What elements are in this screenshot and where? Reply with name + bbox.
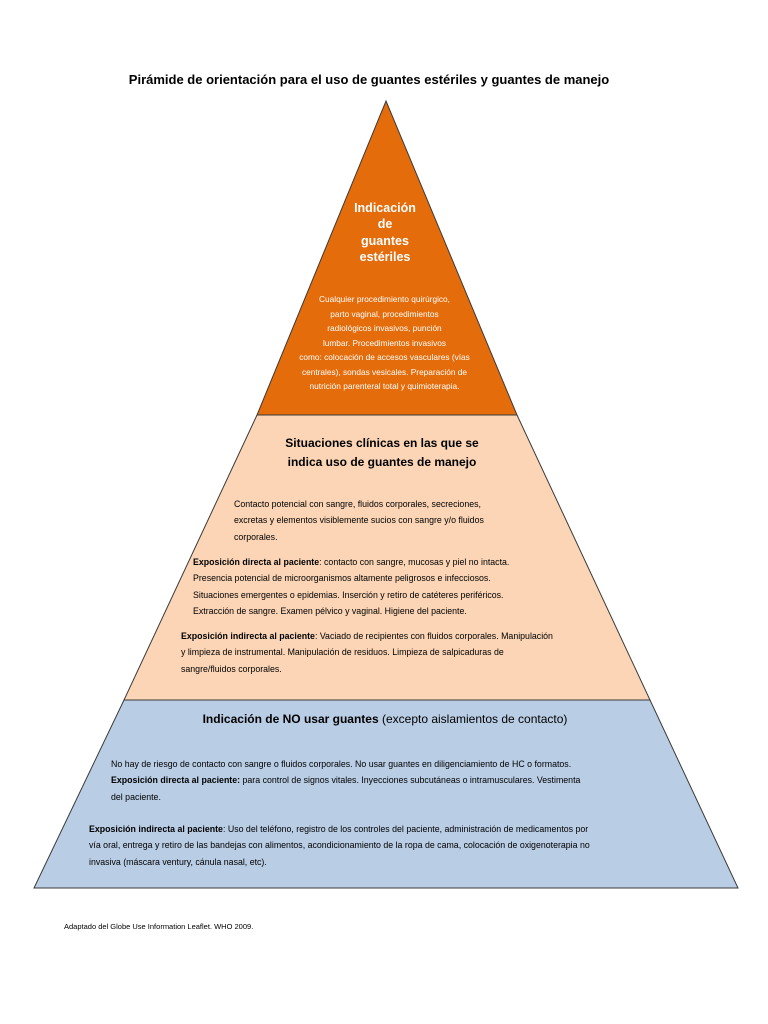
body-line: centrales), sondas vesicales. Preparació…: [301, 366, 468, 377]
sterile-gloves-heading: Indicación de guantes estériles: [335, 200, 435, 265]
no-gloves-direct-paragraph: No hay de riesgo de contacto con sangre …: [111, 756, 580, 805]
body-line: radiológicos invasivos, punción: [327, 323, 442, 334]
paragraph-line: Exposición indirecta al paciente: Uso de…: [89, 821, 590, 837]
heading-line: Situaciones clínicas en las que se: [285, 436, 479, 450]
paragraph-text: para control de signos vitales. Inyeccio…: [240, 775, 581, 786]
indirect-exposure-lead: Exposición indirecta al paciente: [89, 824, 223, 834]
body-line: como: colocación de accesos vasculares (…: [299, 352, 470, 363]
body-line: nutrición parenteral total y quimioterap…: [309, 381, 460, 392]
paragraph-line: Exposición directa al paciente: para con…: [111, 772, 580, 788]
body-line: Cualquier procedimiento quirúrgico,: [319, 294, 450, 304]
paragraph-line: No hay de riesgo de contacto con sangre …: [111, 759, 572, 769]
paragraph-line: Situaciones emergentes o epidemias. Inse…: [193, 589, 504, 600]
no-gloves-heading: Indicación de NO usar guantes (excepto a…: [0, 712, 768, 726]
tier-no-gloves: [33, 699, 739, 889]
paragraph-line: Extracción de sangre. Examen pélvico y v…: [193, 605, 467, 616]
source-citation: Adaptado del Globe Use Information Leafl…: [64, 922, 254, 931]
paragraph-text: : Uso del teléfono, registro de los cont…: [222, 824, 589, 834]
paragraph-line: Presencia potencial de microorganismos a…: [193, 573, 491, 584]
heading-line: estériles: [359, 249, 411, 264]
direct-exposure-lead: Exposición directa al paciente: [193, 557, 320, 567]
paragraph-line: excretas y elementos visiblemente sucios…: [234, 515, 484, 526]
heading-line: Indicación: [354, 201, 416, 215]
sterile-gloves-description: Cualquier procedimiento quirúrgico, part…: [282, 292, 487, 394]
direct-exposure-lead: Exposición directa al paciente:: [111, 775, 241, 786]
direct-exposure-paragraph: Exposición directa al paciente: contacto…: [193, 554, 509, 619]
paragraph-line: sangre/fluidos corporales.: [181, 663, 282, 674]
paragraph-line: y limpieza de instrumental. Manipulación…: [181, 647, 504, 658]
no-gloves-indirect-paragraph: Exposición indirecta al paciente: Uso de…: [89, 821, 590, 870]
paragraph-line: vía oral, entrega y retiro de las bandej…: [89, 840, 590, 851]
pyramid-title: Pirámide de orientación para el uso de g…: [128, 72, 610, 87]
paragraph-line: Exposición indirecta al paciente: Vaciad…: [181, 628, 553, 644]
indirect-exposure-paragraph: Exposición indirecta al paciente: Vaciad…: [181, 628, 553, 677]
paragraph-line: Contacto potencial con sangre, fluidos c…: [234, 499, 481, 509]
paragraph-line: invasiva (máscara ventury, cánula nasal,…: [89, 856, 267, 867]
handling-gloves-heading: Situaciones clínicas en las que se indic…: [230, 434, 534, 472]
paragraph-text: : contacto con sangre, mucosas y piel no…: [319, 557, 510, 567]
paragraph-line: Exposición directa al paciente: contacto…: [193, 554, 509, 570]
no-gloves-heading-bold: Indicación de NO usar guantes: [202, 712, 379, 726]
potential-contact-paragraph: Contacto potencial con sangre, fluidos c…: [234, 496, 484, 545]
paragraph-text: : Vaciado de recipientes con fluidos cor…: [314, 631, 553, 641]
heading-line: indica uso de guantes de manejo: [287, 455, 477, 470]
paragraph-line: del paciente.: [111, 791, 161, 802]
indirect-exposure-lead: Exposición indirecta al paciente: [181, 631, 315, 641]
no-gloves-heading-note: (excepto aislamientos de contacto): [378, 712, 568, 726]
heading-line: de: [377, 217, 393, 232]
body-line: parto vaginal, procedimientos: [330, 308, 439, 319]
heading-line: guantes: [361, 233, 409, 248]
paragraph-line: corporales.: [234, 531, 278, 542]
body-line: lumbar. Procedimientos invasivos: [322, 337, 447, 348]
